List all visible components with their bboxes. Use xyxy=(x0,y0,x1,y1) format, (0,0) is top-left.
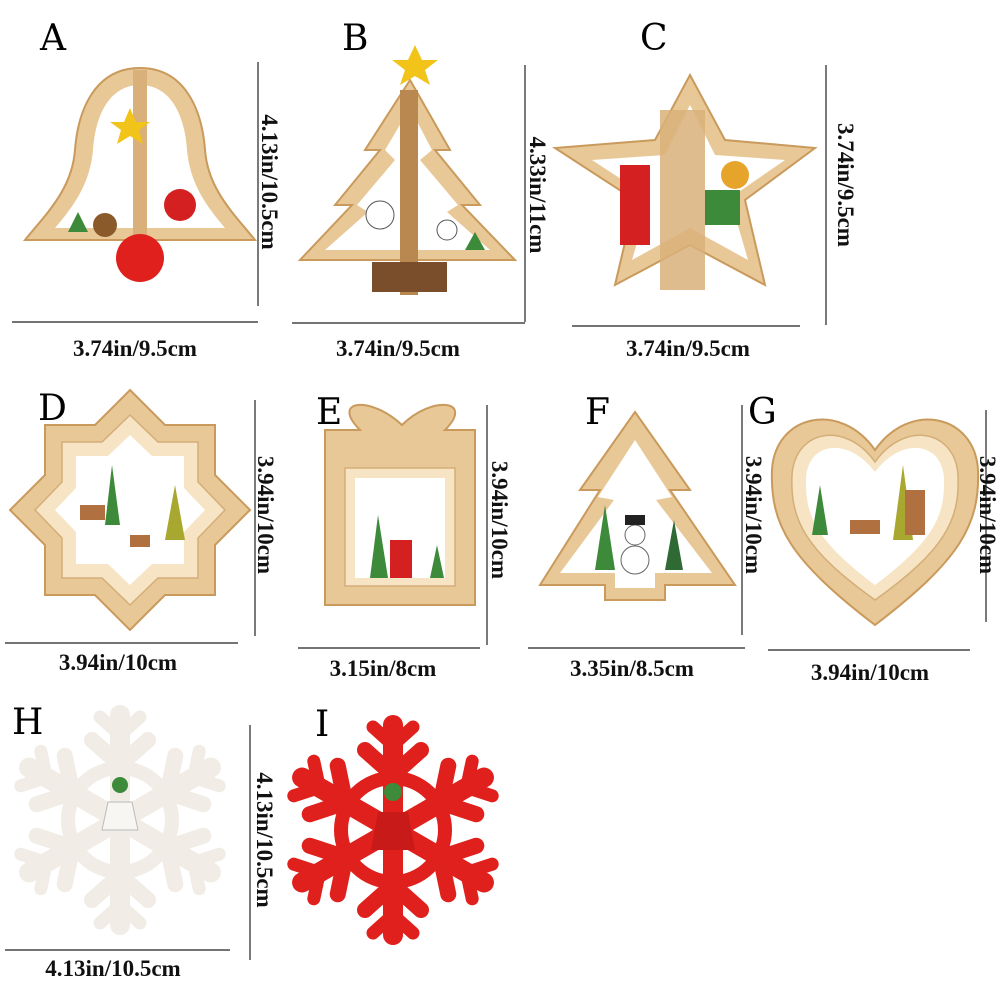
width-g: 3.94in/10cm xyxy=(811,660,929,685)
width-a: 3.74in/9.5cm xyxy=(73,336,197,361)
ornament-a-bell xyxy=(22,66,258,282)
ornament-b-tree xyxy=(297,45,518,295)
ornament-i-red-snowflake xyxy=(288,725,498,935)
height-b: 4.33in/11cm xyxy=(525,137,550,254)
height-c: 3.74in/9.5cm xyxy=(833,123,858,247)
height-f: 3.94in/10cm xyxy=(741,456,766,574)
label-e: E xyxy=(316,392,342,433)
height-a: 4.13in/10.5cm xyxy=(257,114,282,249)
height-d: 3.94in/10cm xyxy=(253,456,278,574)
dimension-lines xyxy=(5,62,987,960)
label-g: G xyxy=(748,392,777,433)
label-b: B xyxy=(342,18,368,59)
height-h: 4.13in/10.5cm xyxy=(252,772,277,907)
ornament-e-gift xyxy=(324,404,476,606)
label-a: A xyxy=(39,18,67,59)
width-b: 3.74in/9.5cm xyxy=(336,336,460,361)
label-d: D xyxy=(38,388,67,429)
label-h: H xyxy=(12,702,43,743)
height-g: 3.94in/10cm xyxy=(975,456,1000,574)
width-c: 3.74in/9.5cm xyxy=(626,336,750,361)
width-h: 4.13in/10.5cm xyxy=(45,956,180,981)
ornament-d-star xyxy=(8,388,252,632)
height-e: 3.94in/10cm xyxy=(487,461,512,579)
label-c: C xyxy=(640,18,668,59)
width-d: 3.94in/10cm xyxy=(59,650,177,675)
ornament-c-star xyxy=(551,72,818,290)
ornament-h-white-snowflake xyxy=(15,715,225,925)
label-f: F xyxy=(585,392,610,433)
width-e: 3.15in/8cm xyxy=(330,656,437,681)
ornament-f-tree xyxy=(538,410,737,601)
ornament-g-heart xyxy=(770,418,980,627)
width-f: 3.35in/8.5cm xyxy=(570,656,694,681)
label-i: I xyxy=(315,704,329,745)
